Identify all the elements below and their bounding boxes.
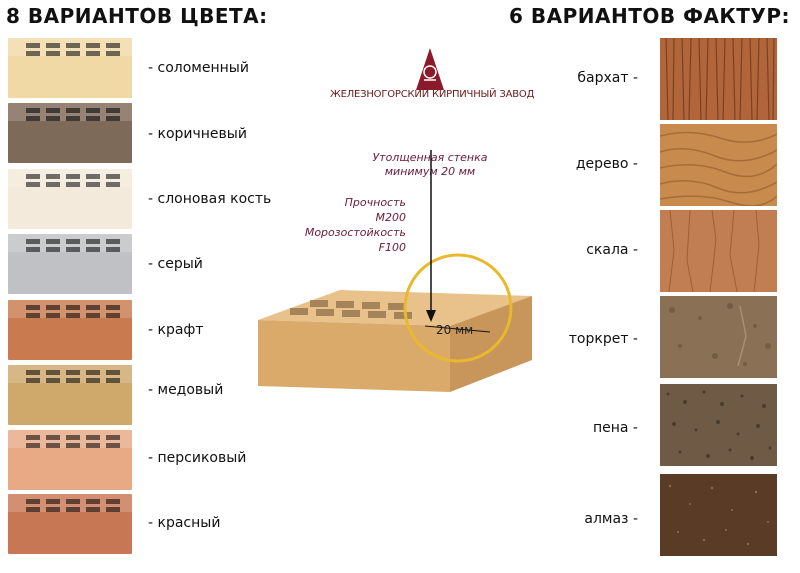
texture-foam [660, 384, 777, 466]
color-label-red: - красный [148, 515, 221, 531]
swatch-kraft [8, 300, 132, 360]
texture-label-torkret: торкрет - [568, 331, 638, 347]
texture-label-wood: дерево - [575, 156, 638, 172]
color-label-gray: - серый [148, 256, 203, 272]
swatch-honey [8, 365, 132, 425]
logo-text: ЖЕЛЕЗНОГОРСКИЙ КИРПИЧНЫЙ ЗАВОД [330, 89, 535, 100]
texture-rock [660, 210, 777, 292]
swatch-ivory [8, 169, 132, 229]
wall-note-line2: минимум 20 мм [384, 165, 476, 178]
color-label-peach: - персиковый [148, 450, 247, 466]
color-label-honey: - медовый [148, 382, 224, 398]
texture-label-diamond: алмаз - [584, 511, 638, 527]
texture-label-foam: пена - [592, 420, 638, 436]
strength-value: М200 [375, 211, 407, 224]
swatch-brown [8, 103, 132, 163]
frost-value: F100 [378, 241, 406, 254]
strength-label: Прочность [344, 196, 406, 209]
swatch-red [8, 494, 132, 554]
brick-illustration [258, 150, 532, 392]
wall-note-line1: Утолщенная стенка [372, 151, 488, 164]
color-label-straw: - соломенный [148, 60, 249, 76]
dimension-label: 20 мм [436, 323, 474, 337]
frost-label: Морозостойкость [304, 226, 406, 239]
factory-logo [416, 48, 444, 90]
swatch-gray [8, 234, 132, 294]
color-label-ivory: - слоновая кость [148, 191, 272, 207]
texture-wood [660, 124, 777, 206]
swatch-straw [8, 38, 132, 98]
swatch-peach [8, 430, 132, 490]
color-label-brown: - коричневый [148, 126, 247, 142]
texture-label-velvet: бархат - [577, 70, 638, 86]
texture-torkret [660, 296, 777, 378]
color-label-kraft: - крафт [148, 322, 204, 338]
texture-label-rock: скала - [586, 242, 638, 258]
colors-heading: 8 ВАРИАНТОВ ЦВЕТА: [6, 4, 268, 28]
textures-heading: 6 ВАРИАНТОВ ФАКТУР: [509, 4, 790, 28]
highlight-circle [403, 253, 513, 363]
texture-velvet [660, 38, 777, 120]
texture-diamond [660, 474, 777, 556]
